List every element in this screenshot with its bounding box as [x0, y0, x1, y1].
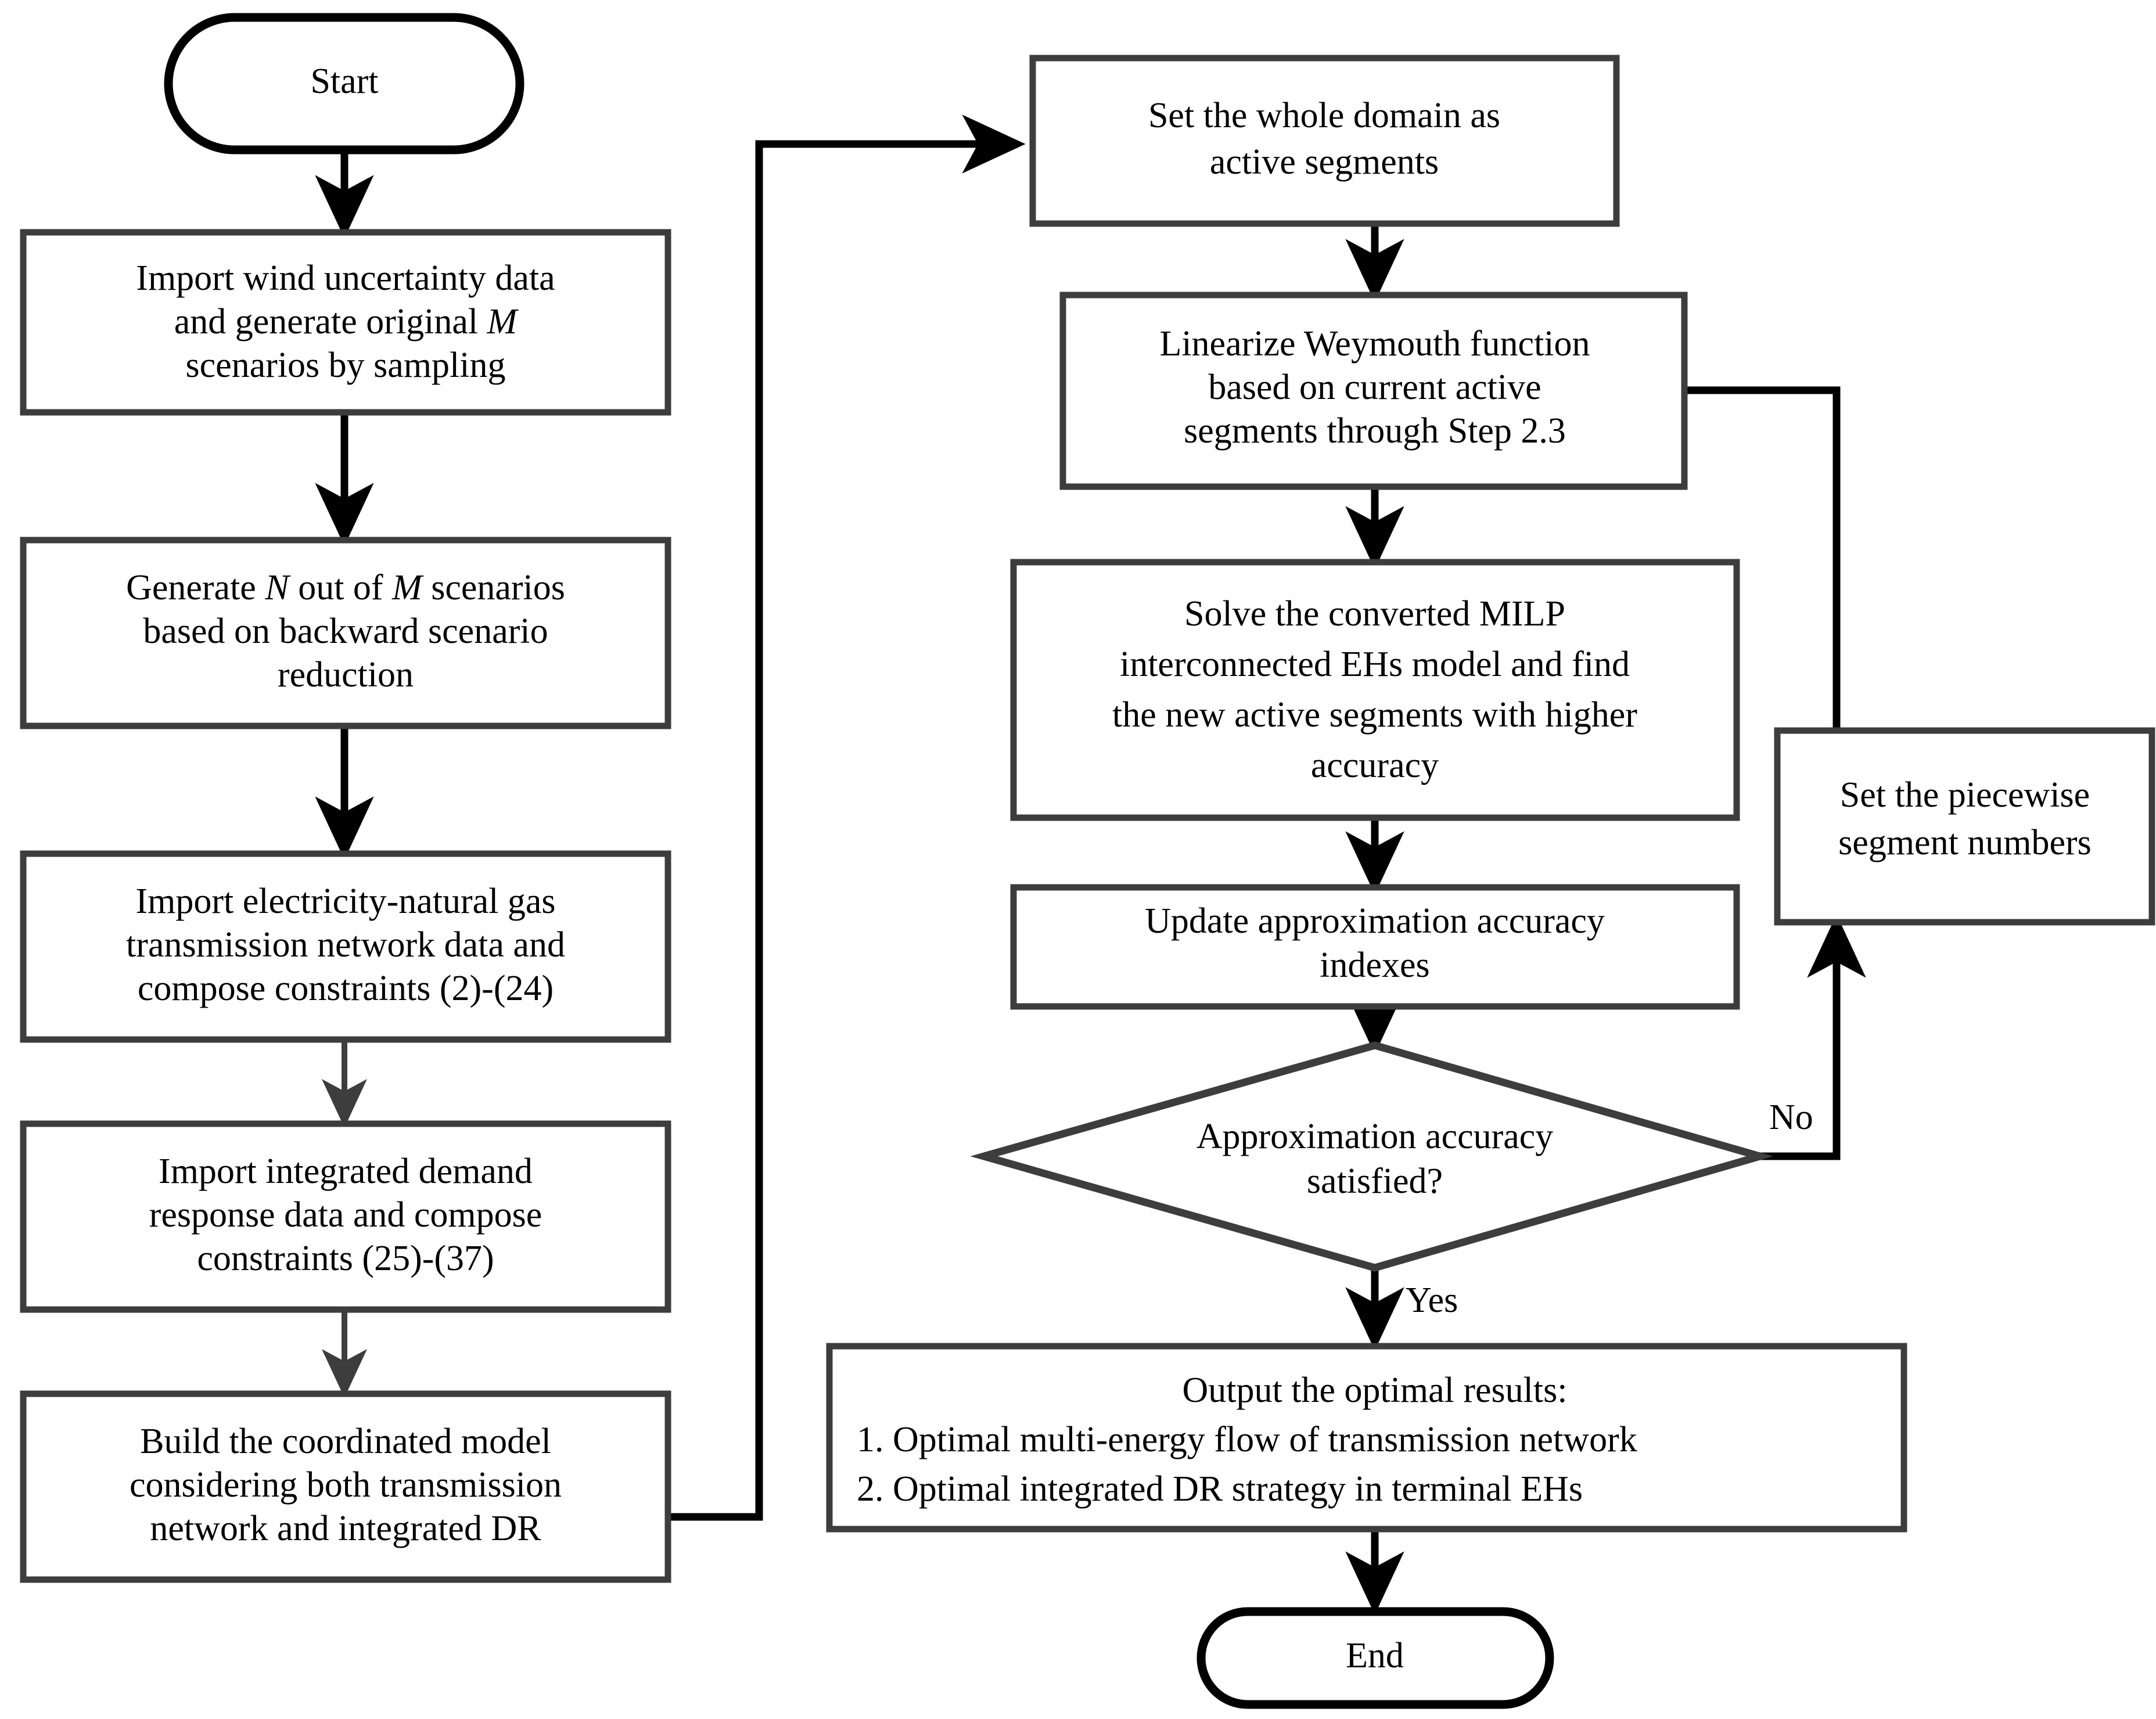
node-update-accuracy-line-1: Update approximation accuracy [1145, 901, 1605, 941]
node-generate-scenarios-line-1: Generate N out of M scenarios [126, 568, 565, 607]
node-solve-milp-line-2: interconnected EHs model and find [1120, 645, 1630, 684]
node-import-dr-line-2: response data and compose [149, 1195, 542, 1235]
node-start[interactable]: Start [164, 13, 524, 154]
node-import-dr[interactable]: Import integrated demand response data a… [20, 1120, 671, 1313]
node-linearize[interactable]: Linearize Weymouth function based on cur… [1059, 292, 1688, 490]
node-update-accuracy[interactable]: Update approximation accuracy indexes [1010, 884, 1740, 1010]
node-solve-milp-line-1: Solve the converted MILP [1184, 594, 1565, 634]
node-linearize-line-3: segments through Step 2.3 [1184, 411, 1566, 451]
node-import-wind-line-3: scenarios by sampling [185, 346, 505, 385]
node-set-piecewise-line-2: segment numbers [1838, 823, 2092, 862]
node-decision-accuracy[interactable]: Approximation accuracy satisfied? [970, 1041, 1774, 1272]
node-generate-scenarios[interactable]: Generate N out of M scenarios based on b… [20, 537, 671, 729]
node-linearize-line-1: Linearize Weymouth function [1159, 324, 1590, 364]
edge-label-no: No [1769, 1098, 1813, 1137]
edge-decision-no-to-set-piecewise [1760, 914, 1866, 1160]
node-set-domain-line-1: Set the whole domain as [1148, 96, 1500, 135]
node-output-results-line-2: 2. Optimal integrated DR strategy in ter… [857, 1469, 1583, 1509]
node-set-piecewise-line-1: Set the piecewise [1840, 775, 2090, 815]
node-output-results-title: Output the optimal results: [1183, 1371, 1568, 1410]
node-import-network-line-1: Import electricity-natural gas [135, 882, 555, 921]
node-set-piecewise[interactable]: Set the piecewise segment numbers [1774, 727, 2155, 926]
node-build-model-line-2: considering both transmission [130, 1465, 562, 1505]
node-set-domain-line-2: active segments [1210, 142, 1439, 182]
node-build-model-line-1: Build the coordinated model [140, 1422, 551, 1461]
edge-set-piecewise-to-linearize [1617, 361, 1841, 729]
node-solve-milp-line-4: accuracy [1311, 746, 1439, 785]
node-import-dr-line-1: Import integrated demand [159, 1152, 533, 1191]
node-decision-accuracy-line-2: satisfied? [1307, 1161, 1443, 1201]
node-import-wind-line-1: Import wind uncertainty data [136, 258, 555, 298]
edge-build-model-to-set-domain [668, 114, 1026, 1521]
node-update-accuracy-line-2: indexes [1320, 945, 1429, 985]
node-build-model-line-3: network and integrated DR [150, 1509, 541, 1548]
node-start-label: Start [310, 62, 378, 101]
node-output-results[interactable]: Output the optimal results: 1. Optimal m… [826, 1343, 1907, 1533]
node-build-model[interactable]: Build the coordinated model considering … [20, 1390, 671, 1583]
node-set-domain[interactable]: Set the whole domain as active segments [1029, 55, 1620, 227]
node-generate-scenarios-line-2: based on backward scenario [143, 612, 548, 651]
node-linearize-line-2: based on current active [1208, 368, 1541, 407]
node-import-dr-line-3: constraints (25)-(37) [197, 1239, 494, 1278]
node-end[interactable]: End [1196, 1607, 1554, 1709]
node-import-network-line-2: transmission network data and [126, 925, 565, 965]
node-solve-milp[interactable]: Solve the converted MILP interconnected … [1010, 559, 1740, 821]
node-output-results-line-1: 1. Optimal multi-energy flow of transmis… [857, 1420, 1637, 1459]
edge-label-yes: Yes [1406, 1281, 1458, 1320]
node-import-wind-line-2: and generate original M [174, 302, 519, 341]
node-import-network-line-3: compose constraints (2)-(24) [138, 969, 554, 1008]
node-generate-scenarios-line-3: reduction [278, 655, 414, 695]
node-decision-accuracy-line-1: Approximation accuracy [1196, 1117, 1554, 1156]
node-import-wind[interactable]: Import wind uncertainty data and generat… [20, 229, 671, 416]
node-end-label: End [1346, 1636, 1404, 1675]
node-solve-milp-line-3: the new active segments with higher [1112, 695, 1637, 735]
node-import-network[interactable]: Import electricity-natural gas transmiss… [20, 850, 671, 1043]
